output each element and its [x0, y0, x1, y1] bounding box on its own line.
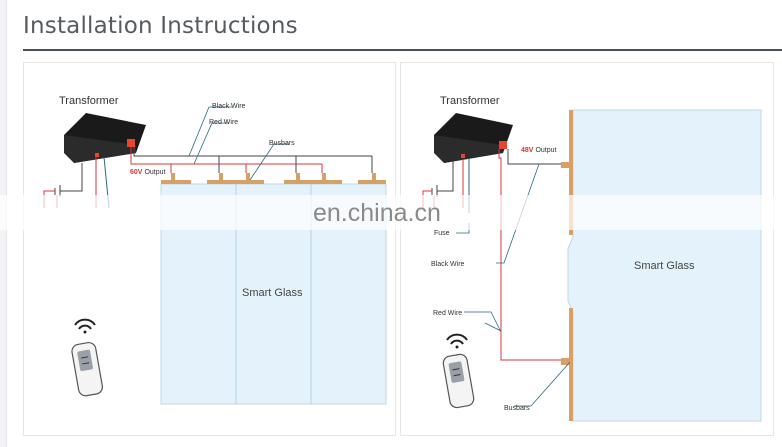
wifi-icon — [74, 318, 96, 334]
black-wire — [507, 149, 561, 165]
title-underline — [23, 49, 782, 51]
transformer-icon — [64, 113, 146, 163]
watermark-text: en.china.cn — [313, 199, 441, 227]
section-title: Installation Instructions — [23, 13, 298, 39]
black-wire-label: Black Wire — [212, 103, 246, 110]
diagram-panel-multi-glass: Transformer Smart Glass — [23, 62, 396, 436]
transformer-icon — [434, 113, 513, 163]
smart-glass-label: Smart Glass — [242, 287, 303, 299]
red-wire-label: Red Wire — [209, 119, 238, 126]
wifi-icon — [446, 333, 468, 349]
remote-control-icon — [71, 341, 104, 397]
red-wire — [498, 149, 561, 361]
black-wire — [133, 147, 373, 173]
black-wire-label: Black Wire — [431, 261, 465, 268]
red-wire-label: Red Wire — [433, 310, 462, 317]
transformer-label: Transformer — [440, 95, 500, 107]
busbars — [161, 173, 386, 184]
smart-glass-label: Smart Glass — [634, 260, 695, 272]
remote-control-icon — [442, 353, 475, 409]
transformer-label: Transformer — [59, 95, 119, 107]
busbars-label: Busbars — [269, 140, 295, 147]
wiring-diagram-left: Transformer Smart Glass — [43, 95, 387, 405]
label-leaders — [188, 106, 289, 181]
power-input-black — [431, 161, 454, 197]
watermark-band — [0, 195, 782, 230]
busbars-label: Busbars — [504, 405, 530, 412]
fuse-label: Fuse — [434, 230, 450, 237]
red-wire — [130, 147, 323, 173]
busbars — [561, 110, 573, 421]
